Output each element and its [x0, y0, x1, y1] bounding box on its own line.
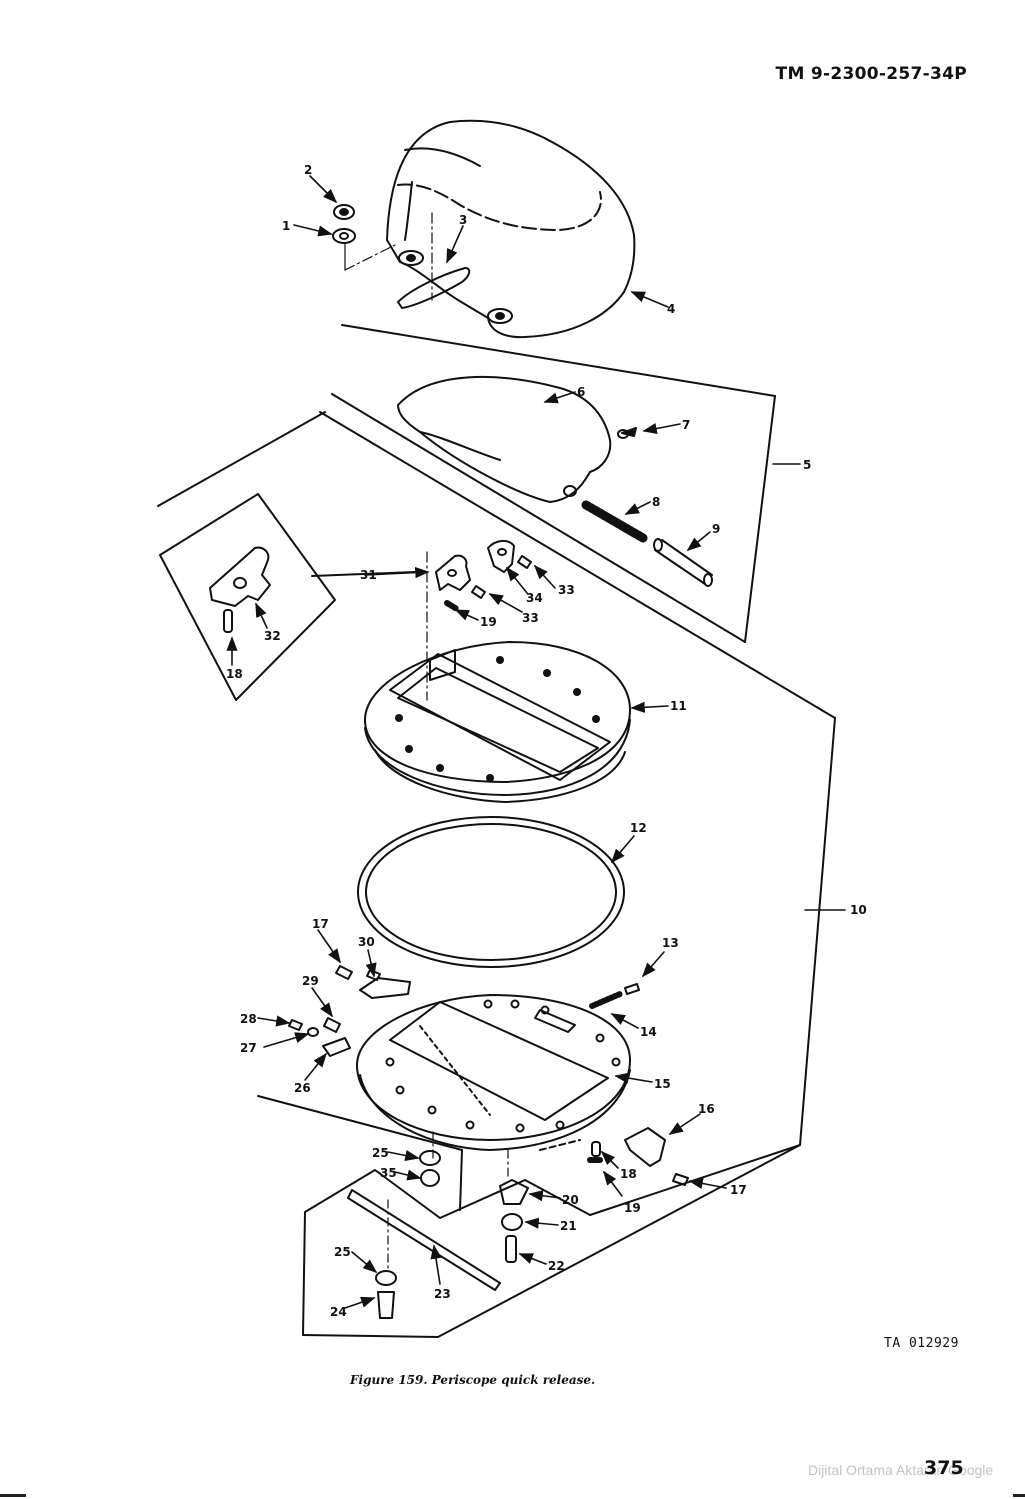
bottom-hardware	[302, 1144, 801, 1338]
callout-15: 15	[654, 1077, 671, 1091]
callout-leaders	[226, 175, 846, 1309]
figure-caption: Figure 159. Periscope quick release.	[350, 1373, 596, 1387]
scan-watermark: Dijital Ortama Aktaran Google	[808, 1462, 994, 1478]
gasket-ring	[357, 816, 625, 968]
callout-9: 9	[712, 522, 720, 536]
callout-8: 8	[652, 495, 660, 509]
callout-18-inset: 18	[226, 667, 243, 681]
callout-25-upper: 25	[372, 1146, 389, 1160]
callout-32: 32	[264, 629, 281, 643]
callout-17-upper: 17	[312, 917, 329, 931]
callout-17-lower: 17	[730, 1183, 747, 1197]
callout-1: 1	[282, 219, 290, 233]
callout-22: 22	[548, 1259, 565, 1273]
upper-ring	[319, 411, 836, 1146]
callout-13: 13	[662, 936, 679, 950]
callout-3: 3	[459, 213, 467, 227]
callout-19-upper: 19	[480, 615, 497, 629]
callout-24: 24	[330, 1305, 347, 1319]
callout-12: 12	[630, 821, 647, 835]
callout-11: 11	[670, 699, 687, 713]
callout-4: 4	[667, 302, 675, 316]
callout-23: 23	[434, 1287, 451, 1301]
callout-25-lower: 25	[334, 1245, 351, 1259]
callout-19-lower: 19	[624, 1201, 641, 1215]
callout-6: 6	[577, 385, 585, 399]
right-edge-mark	[1013, 1494, 1025, 1497]
callout-5: 5	[803, 458, 811, 472]
callout-21: 21	[560, 1219, 577, 1233]
callout-20: 20	[562, 1193, 579, 1207]
callout-35: 35	[380, 1166, 397, 1180]
lower-plate	[257, 965, 689, 1211]
callout-28: 28	[240, 1012, 257, 1026]
callout-30: 30	[358, 935, 375, 949]
callout-10: 10	[850, 903, 867, 917]
callout-7: 7	[682, 418, 690, 432]
callout-14: 14	[640, 1025, 657, 1039]
callout-33-upper: 33	[558, 583, 575, 597]
callout-2: 2	[304, 163, 312, 177]
callout-33-lower: 33	[522, 611, 539, 625]
callout-16: 16	[698, 1102, 715, 1116]
ta-number: TA 012929	[884, 1336, 959, 1351]
callout-18-lower: 18	[620, 1167, 637, 1181]
latch-assembly	[331, 324, 776, 643]
callout-29: 29	[302, 974, 319, 988]
left-edge-mark	[0, 1494, 26, 1497]
callout-31: 31	[360, 568, 377, 582]
inset-detail	[157, 411, 416, 701]
callout-34: 34	[526, 591, 543, 605]
callout-27: 27	[240, 1041, 257, 1055]
callout-labels: 1 2 3 4 5 6 7 8 9 10 11 12 13 14 15 16 1…	[226, 163, 867, 1319]
document-id: TM 9-2300-257-34P	[775, 64, 967, 84]
page-number: 375	[924, 1457, 964, 1479]
periscope-housing	[332, 119, 636, 339]
callout-26: 26	[294, 1081, 311, 1095]
